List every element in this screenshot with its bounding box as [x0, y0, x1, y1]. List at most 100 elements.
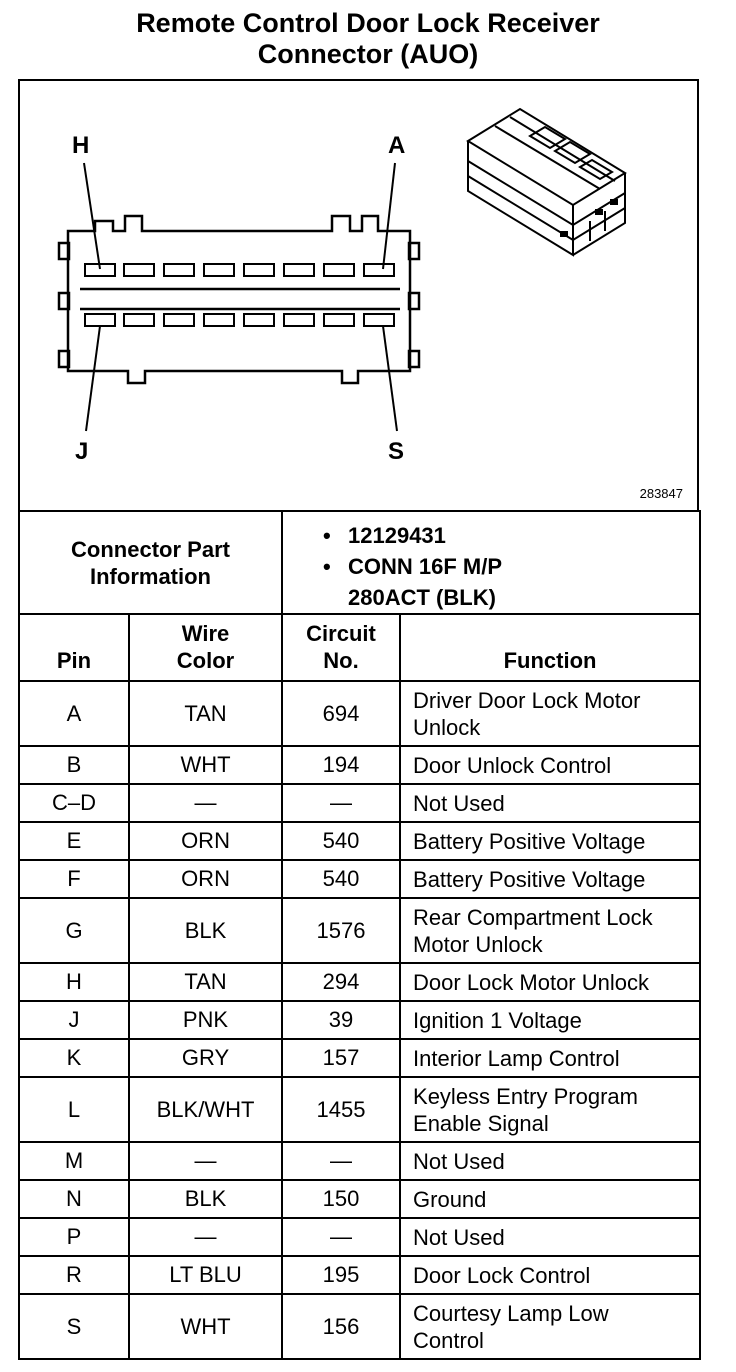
- header-function: Function: [399, 613, 702, 682]
- circuit-cell: 1455: [281, 1076, 402, 1143]
- wire-color-cell: GRY: [127, 1038, 284, 1078]
- table-row: C–D——Not Used: [18, 783, 702, 823]
- connector-info-row: Connector Part Information 12129431 CONN…: [17, 510, 702, 615]
- wire-color-cell: TAN: [127, 680, 284, 747]
- pin-cell: N: [18, 1179, 130, 1219]
- pin-cavity: [283, 263, 315, 277]
- title-line-1: Remote Control Door Lock Receiver: [136, 8, 600, 38]
- pin-cell: L: [18, 1076, 130, 1143]
- circuit-cell: —: [281, 1217, 402, 1257]
- title-line-2: Connector (AUO): [257, 39, 479, 69]
- pin-cavity: [203, 313, 235, 327]
- pin-cell: F: [18, 859, 130, 899]
- figure-id: 283847: [639, 486, 683, 501]
- pin-cavity: [163, 263, 195, 277]
- circuit-cell: —: [281, 783, 402, 823]
- function-cell: Door Lock Motor Unlock: [399, 962, 702, 1002]
- wire-color-cell: LT BLU: [127, 1255, 284, 1295]
- pin-cell: B: [18, 745, 130, 785]
- wire-color-cell: WHT: [127, 745, 284, 785]
- wire-color-cell: BLK/WHT: [127, 1076, 284, 1143]
- page-title: Remote Control Door Lock Receiver Connec…: [0, 8, 736, 70]
- wire-color-cell: ORN: [127, 859, 284, 899]
- circuit-cell: 156: [281, 1293, 402, 1360]
- wire-color-cell: ORN: [127, 821, 284, 861]
- header-pin: Pin: [18, 613, 130, 682]
- function-cell: Battery Positive Voltage: [399, 859, 702, 899]
- circuit-cell: 694: [281, 680, 402, 747]
- table-row: M——Not Used: [18, 1141, 702, 1181]
- circuit-cell: —: [281, 1141, 402, 1181]
- connector-face-drawing: H A J S: [57, 107, 627, 465]
- pin-cell: R: [18, 1255, 130, 1295]
- circuit-cell: 195: [281, 1255, 402, 1295]
- pin-cell: C–D: [18, 783, 130, 823]
- part-number: 12129431: [323, 520, 699, 551]
- function-cell: Ignition 1 Voltage: [399, 1000, 702, 1040]
- circuit-cell: 39: [281, 1000, 402, 1040]
- connector-table: Connector Part Information 12129431 CONN…: [17, 510, 702, 1360]
- circuit-cell: 294: [281, 962, 402, 1002]
- pin-cavity: [323, 263, 355, 277]
- function-cell: Door Unlock Control: [399, 745, 702, 785]
- label-bottom-left: J: [75, 438, 88, 465]
- wire-color-cell: PNK: [127, 1000, 284, 1040]
- pin-cavity: [84, 313, 116, 327]
- pin-cell: H: [18, 962, 130, 1002]
- wire-color-cell: —: [127, 783, 284, 823]
- label-top-left: H: [72, 132, 89, 159]
- pin-cavity: [123, 313, 155, 327]
- pin-cell: J: [18, 1000, 130, 1040]
- function-cell: Not Used: [399, 1141, 702, 1181]
- label-top-right: A: [388, 132, 405, 159]
- pin-cavity: [243, 263, 275, 277]
- function-cell: Ground: [399, 1179, 702, 1219]
- table-row: P——Not Used: [18, 1217, 702, 1257]
- wire-color-cell: WHT: [127, 1293, 284, 1360]
- function-cell: Door Lock Control: [399, 1255, 702, 1295]
- function-cell: Not Used: [399, 1217, 702, 1257]
- wire-color-cell: —: [127, 1217, 284, 1257]
- circuit-cell: 150: [281, 1179, 402, 1219]
- wire-color-cell: —: [127, 1141, 284, 1181]
- label-bottom-right: S: [388, 438, 404, 465]
- function-cell: Battery Positive Voltage: [399, 821, 702, 861]
- wire-color-cell: TAN: [127, 962, 284, 1002]
- connector-diagram: H A J S 283847: [18, 79, 699, 511]
- pin-cell: K: [18, 1038, 130, 1078]
- wire-color-cell: BLK: [127, 897, 284, 964]
- pin-cell: A: [18, 680, 130, 747]
- connector-3d-icon: [466, 107, 627, 257]
- pin-cell: M: [18, 1141, 130, 1181]
- connector-part-label: Connector Part Information: [17, 510, 284, 615]
- circuit-cell: 1576: [281, 897, 402, 964]
- pin-cavity: [243, 313, 275, 327]
- circuit-cell: 540: [281, 821, 402, 861]
- pin-cavity: [163, 313, 195, 327]
- pin-cavity: [363, 313, 395, 327]
- function-cell: Not Used: [399, 783, 702, 823]
- pin-cavity: [323, 313, 355, 327]
- pin-cavity: [203, 263, 235, 277]
- circuit-cell: 157: [281, 1038, 402, 1078]
